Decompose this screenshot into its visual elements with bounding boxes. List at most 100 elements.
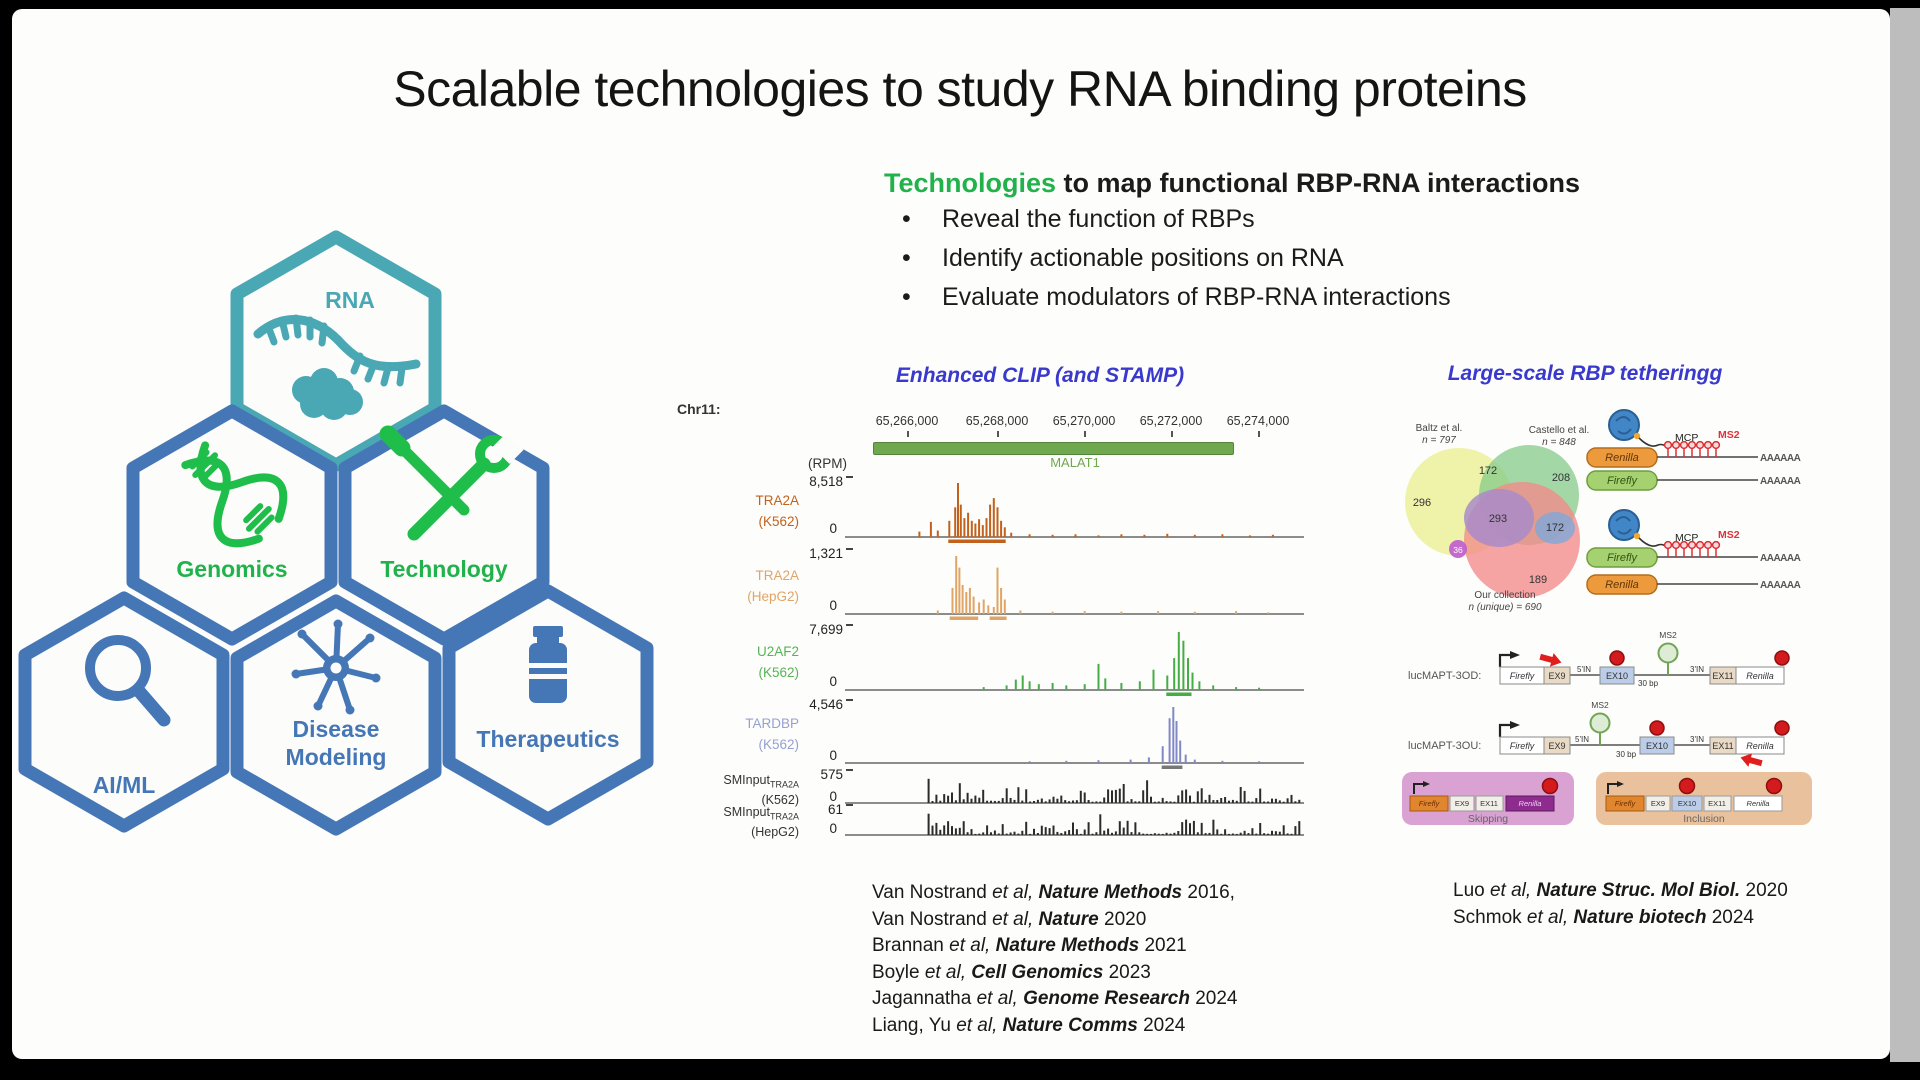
tick-mark [907, 431, 909, 437]
track-name: TARDBP(K562) [745, 716, 799, 752]
track-name: SMInputTRA2A(HepG2) [723, 805, 799, 839]
genome-browser-figure: Chr11: 65,266,000 65,268,000 65,270,000 … [677, 398, 1317, 848]
stop-codon [1774, 720, 1790, 736]
frame-left [0, 0, 12, 1080]
renilla-box [1505, 795, 1555, 812]
polya: AAAAAA [1760, 553, 1801, 564]
citation-line: Schmok et al, Nature biotech 2024 [1453, 906, 1754, 928]
hexagon-therapeutics [442, 584, 654, 826]
ms2-label: MS2 [1718, 429, 1740, 441]
coord-tick: 65,270,000 [1052, 414, 1116, 428]
renilla-box [1733, 795, 1783, 812]
bullet-item: Reveal the function of RBPs [884, 200, 1451, 239]
track-name: TRA2A(K562) [755, 493, 799, 529]
citation-line: Jagannatha et al, Genome Research 2024 [872, 988, 1238, 1009]
tools-icon [379, 425, 524, 541]
tethering-citations: Luo et al, Nature Struc. Mol Biol. 2020 … [1453, 878, 1788, 931]
track-zero: 0 [829, 821, 837, 836]
tethering-figure-title: Large-scale RBP tetheringg [1447, 362, 1723, 385]
unit-label: (RPM) [808, 456, 847, 471]
intro-heading-rest: to map functional RBP-RNA interactions [1056, 168, 1581, 198]
renilla-box [1735, 736, 1785, 755]
track-max: 8,518 [717, 474, 853, 489]
citation-line: Brannan et al, Nature Methods 2021 [872, 935, 1187, 956]
ex9-box [1449, 795, 1475, 812]
frame-right-strip [1890, 8, 1920, 1062]
linker-dot [1633, 532, 1641, 540]
hex-label-aiml: AI/ML [93, 772, 156, 798]
tick-mark [997, 431, 999, 437]
track-plot-sminput-hepg2 [845, 813, 1304, 836]
chromosome-label: Chr11: [677, 401, 721, 417]
venn-set3-label: Our collection [1474, 590, 1535, 601]
rbp-blob [1608, 409, 1640, 441]
coord-tick: 65,266,000 [875, 414, 939, 428]
ex10-box [1639, 736, 1675, 755]
gene-label: MALAT1 [1050, 455, 1100, 470]
venn-count-i23: 172 [1546, 522, 1564, 534]
track-max: 1,321 [717, 546, 853, 561]
ms2-stemloops [1663, 540, 1721, 557]
venn-set3-n: n (unique) = 690 [1468, 602, 1542, 613]
ex11-label: EX11 [1708, 799, 1726, 808]
track-plot-tra2a-k562 [845, 483, 1304, 543]
polya: AAAAAA [1760, 476, 1801, 487]
stop-codon [1609, 650, 1625, 666]
rbp-blob [1608, 509, 1640, 541]
bullet-item: Identify actionable positions on RNA [884, 239, 1451, 278]
inclusion-label: Inclusion [1683, 813, 1725, 825]
intron5-label: 5'IN [1577, 665, 1591, 674]
ms2-label: MS2 [1659, 630, 1677, 640]
ex10-label: EX10 [1646, 741, 1668, 751]
ex10-box [1671, 795, 1703, 812]
ex11-label: EX11 [1480, 799, 1498, 808]
citation-line: Luo et al, Nature Struc. Mol Biol. 2020 [1453, 880, 1788, 901]
firefly-label: Firefly [1510, 671, 1535, 681]
hexagon-aiml [18, 591, 230, 833]
track-max: 7,699 [717, 622, 853, 637]
ex11-box [1475, 795, 1504, 812]
renilla-label: Renilla [1746, 741, 1774, 751]
hex-label-technology: Technology [380, 556, 508, 582]
stop-codon [1678, 777, 1696, 795]
hex-label-genomics: Genomics [176, 556, 287, 582]
coord-tick: 65,272,000 [1139, 414, 1203, 428]
renilla-label: Renilla [1747, 799, 1770, 808]
intro-bullets: Reveal the function of RBPs Identify act… [884, 200, 1451, 317]
rna-icon [253, 314, 421, 420]
ex10-label: EX10 [1606, 671, 1628, 681]
tick-mark [1171, 431, 1173, 437]
clip-citations: Van Nostrand et al, Nature Methods 2016,… [872, 880, 1238, 1039]
venn-set2-n: n = 848 [1542, 437, 1576, 448]
reporter-system-b: MCP MS2 Firefly AAAAAA Renilla AAAAAA [1586, 509, 1801, 595]
magnifier-icon [85, 635, 171, 727]
track-name: U2AF2(K562) [756, 644, 799, 680]
pill-bottle-icon [529, 626, 567, 703]
ex9-box [1645, 795, 1671, 812]
bp30-label: 30 bp [1616, 750, 1637, 759]
ms2-stemloop [1657, 642, 1679, 664]
track-zero: 0 [829, 598, 837, 613]
frame-bottom [0, 1059, 1920, 1080]
frame-top [0, 0, 1920, 9]
firefly-label: Firefly [1510, 741, 1535, 751]
ex11-label: EX11 [1712, 671, 1733, 681]
ex9-label: EX9 [1651, 799, 1665, 808]
gene-body-bar [873, 442, 1234, 455]
renilla-label: Renilla [1605, 452, 1639, 464]
promoter-arrow [1498, 723, 1512, 737]
hexagon-diagram: RNA Genomics Technology AI/ML Disease Mo… [18, 230, 654, 836]
track-name: TRA2A(HepG2) [747, 568, 799, 604]
renilla-label: Renilla [1519, 799, 1542, 808]
intron3-label: 3'IN [1690, 735, 1704, 744]
hex-label-rna: RNA [325, 287, 375, 313]
venn-count-center: 293 [1489, 513, 1507, 525]
firefly-box [1409, 795, 1449, 812]
skipping-label: Skipping [1468, 813, 1508, 825]
luciferase-constructs: lucMAPT-3OD: Firefly EX9 5'IN EX10 30 bp… [1408, 630, 1790, 767]
neuron-icon [291, 619, 381, 715]
hex-label-disease-2: Modeling [286, 744, 387, 770]
ex11-box [1703, 795, 1732, 812]
polya: AAAAAA [1760, 453, 1801, 464]
